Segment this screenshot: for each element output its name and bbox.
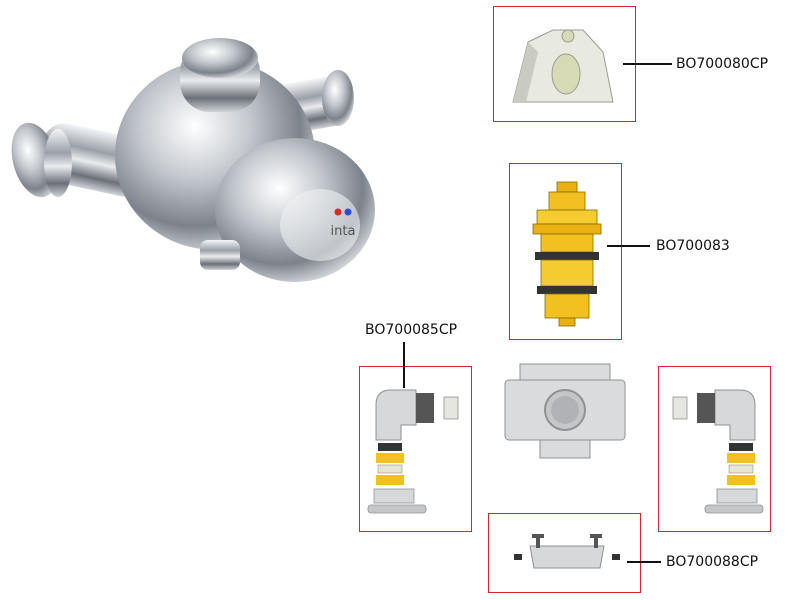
inlet-elbow-assembly-icon [367,389,459,514]
thermostatic-valve-image: inta [11,38,375,282]
wall-bracket-icon [514,534,620,569]
part-box-right-inlet[interactable] [658,366,771,532]
inlet-elbow-assembly-right-icon [672,389,764,514]
part-code-inlet-assembly: BO700085CP [365,322,458,338]
valve-cover-icon [512,29,614,103]
part-code-bracket: BO700088CP [666,554,759,570]
hot-indicator-icon [334,208,342,216]
part-code-valve-cover: BO700080CP [676,56,769,72]
part-box-left-inlet[interactable] [359,366,472,532]
brand-logo: inta [331,224,356,239]
cold-indicator-icon [344,208,352,216]
thermostatic-cartridge-icon [532,181,602,327]
valve-body-icon [504,363,626,459]
part-box-cartridge[interactable] [509,163,622,340]
part-box-bracket[interactable] [488,513,641,593]
part-code-cartridge: BO700083 [656,238,730,254]
